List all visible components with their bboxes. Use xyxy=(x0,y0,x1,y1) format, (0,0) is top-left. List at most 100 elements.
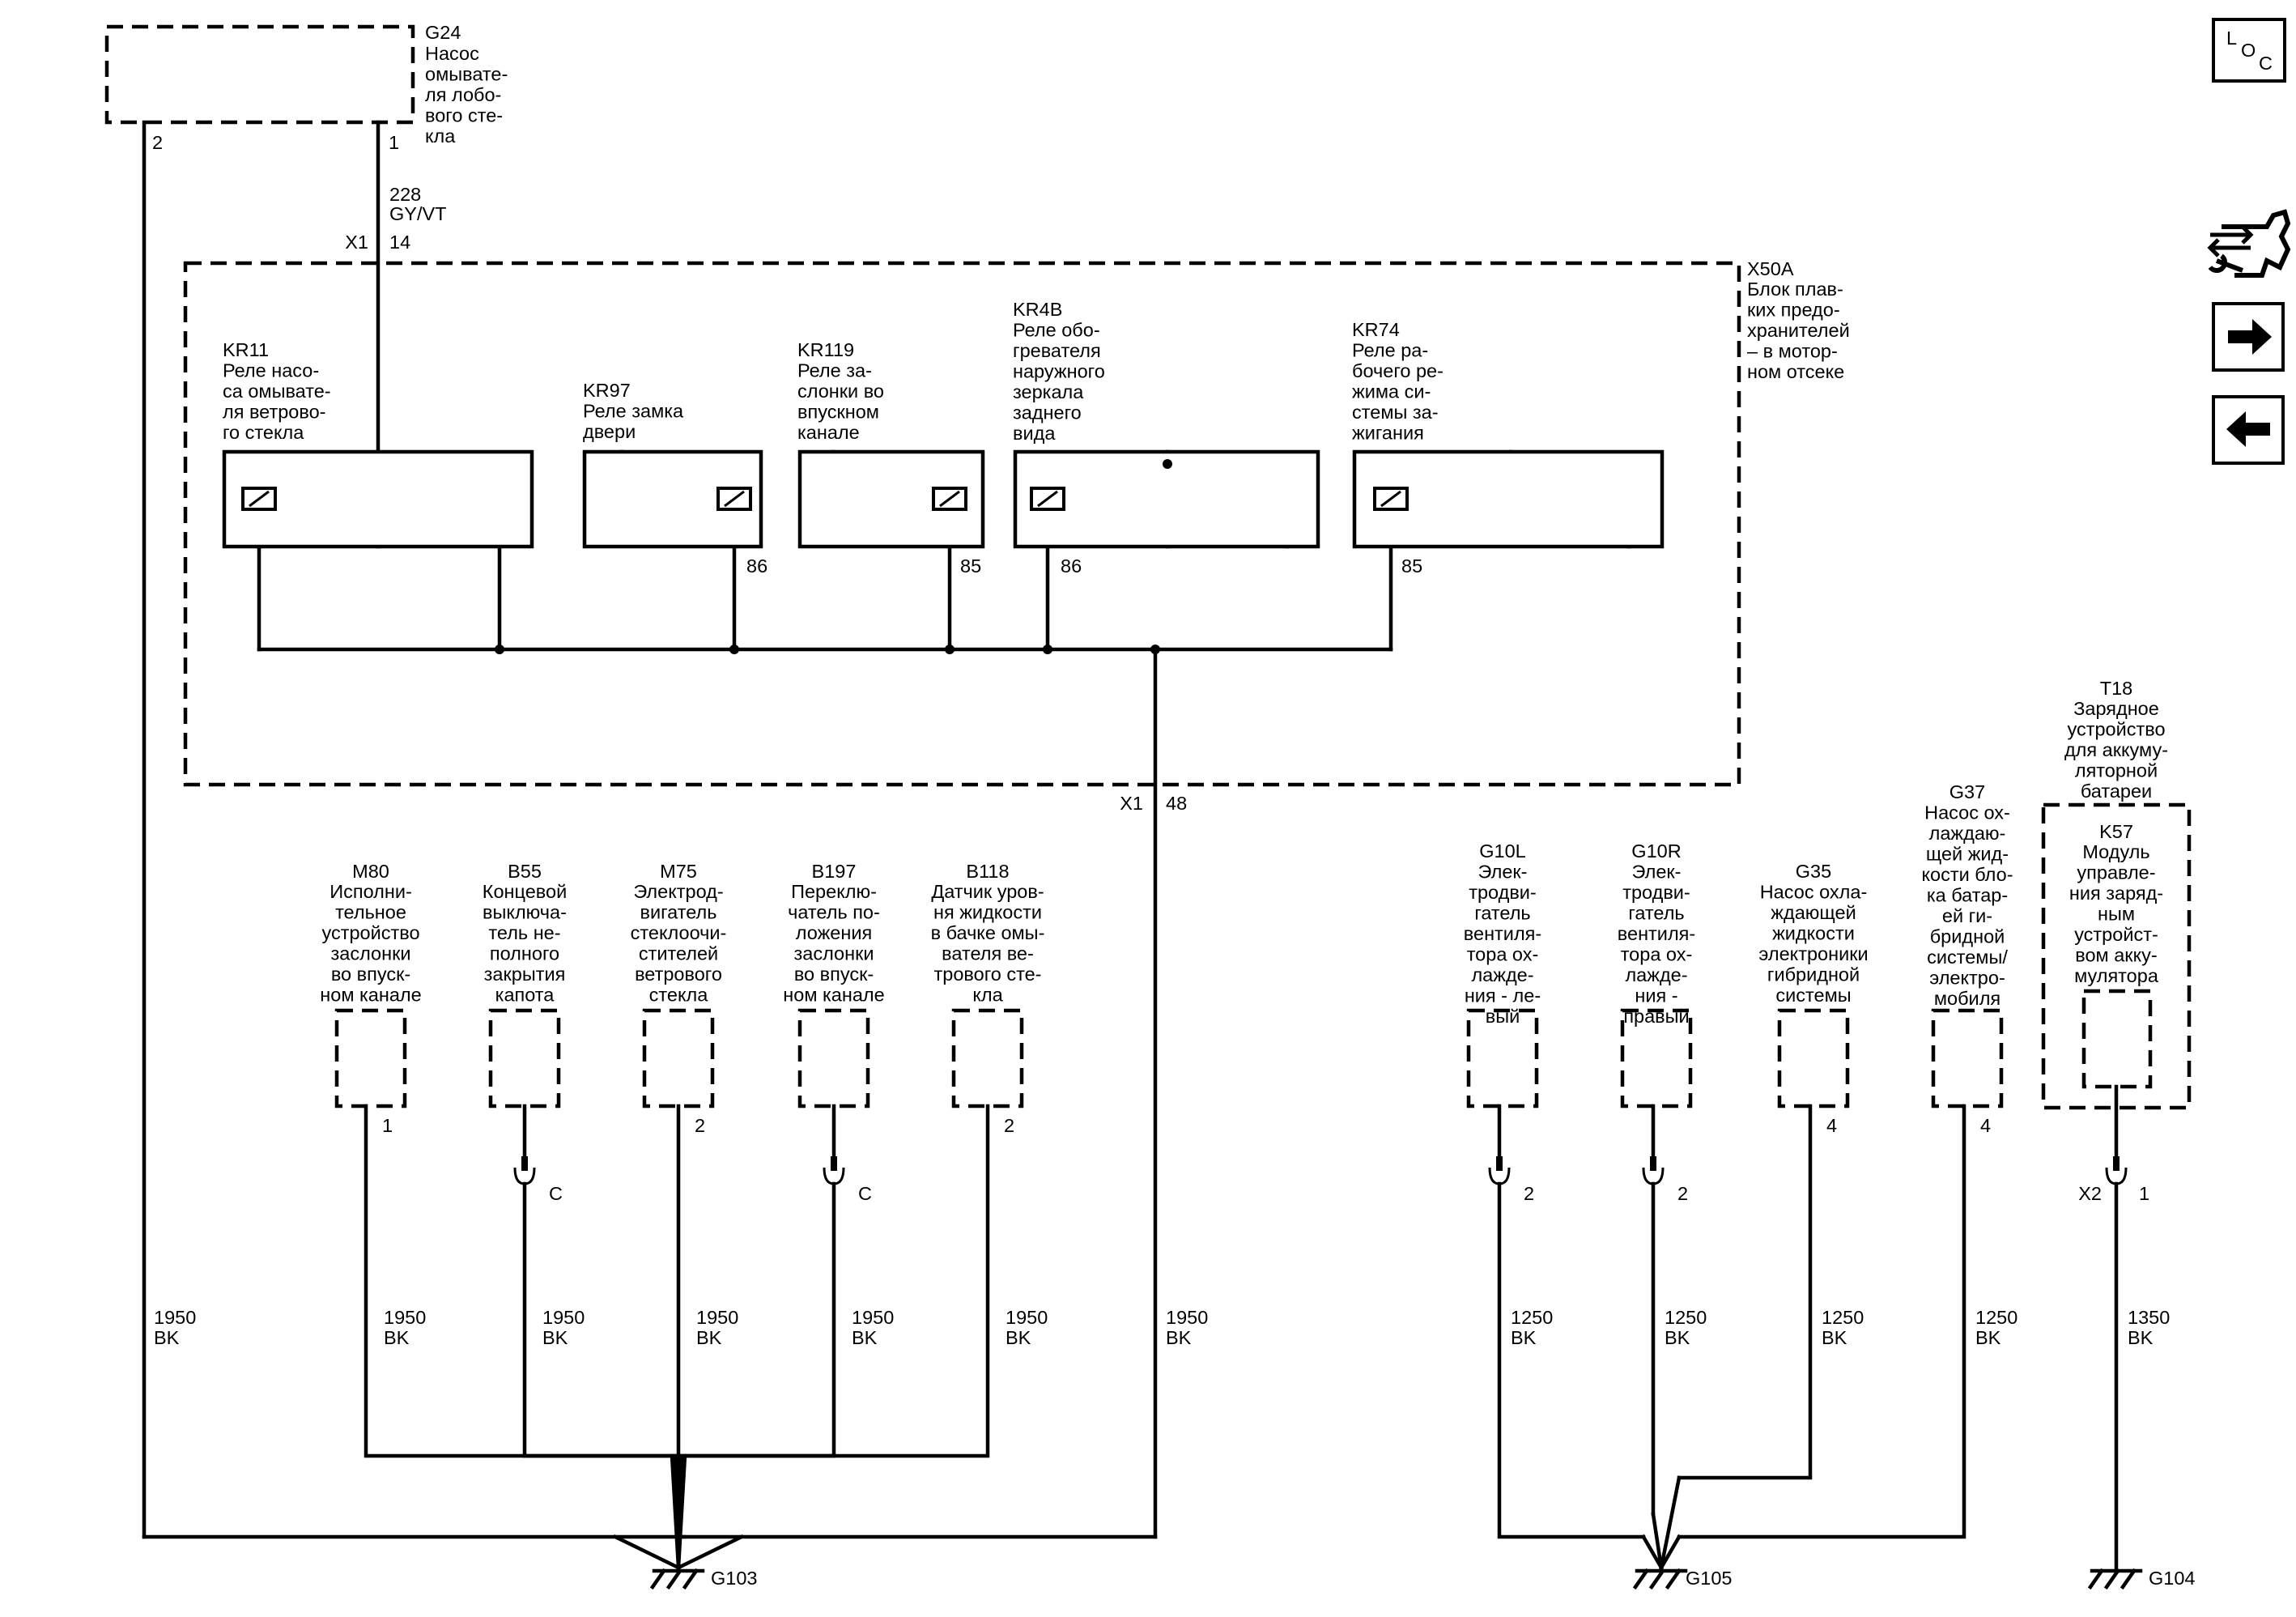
ground-converge-b118 xyxy=(676,1453,687,1570)
component-desc-g35: Насос охла- xyxy=(1760,882,1868,903)
k57-description: ния заряд- xyxy=(2069,883,2163,904)
component-desc-g37: ка батар- xyxy=(1927,885,2008,906)
component-box-g37 xyxy=(1931,1008,2004,1108)
component-desc-b55: капота xyxy=(495,985,555,1006)
relay-coil-slash xyxy=(724,490,745,508)
next-arrow-icon-shape xyxy=(2228,319,2272,355)
connector-g10l xyxy=(1488,1167,1511,1185)
component-desc-g10r: тродви- xyxy=(1622,882,1690,903)
relay-desc-kr97: Реле замка xyxy=(583,401,684,422)
component-desc-g10l: ния - ле- xyxy=(1465,985,1541,1006)
x2-connector-label: X2 xyxy=(2078,1183,2102,1204)
g24-description: ля лобо- xyxy=(425,84,501,105)
k57-description: Модуль xyxy=(2082,841,2149,862)
ground-wire-b118 xyxy=(682,1104,990,1458)
x1-connector-label: X1 xyxy=(345,232,368,253)
component-id-g37: G37 xyxy=(1949,781,1985,802)
component-desc-g10r: вентиля- xyxy=(1618,923,1695,944)
component-id-g10r: G10R xyxy=(1631,840,1681,862)
relay-id-kr4b: KR4B xyxy=(1013,299,1062,320)
relay-desc-kr74: бочего ре- xyxy=(1352,360,1444,381)
x1-pin-14: 14 xyxy=(389,232,410,253)
charger-description: батареи xyxy=(2081,781,2152,802)
component-desc-g37: кости бло- xyxy=(1921,864,2013,885)
connector-view-icon-shape xyxy=(2222,209,2291,278)
relay-desc-kr11: Реле насо- xyxy=(223,360,319,381)
ground-wire-g35 xyxy=(1677,1104,1813,1480)
component-desc-b197: во впуск- xyxy=(794,964,874,985)
kr11-junction xyxy=(495,645,504,654)
g103-right-converge xyxy=(675,1534,745,1571)
ground-converge-g10l xyxy=(1640,1534,1665,1571)
component-desc-b55: закрытия xyxy=(484,964,566,985)
circuit-g10r: 1250 xyxy=(1665,1307,1707,1328)
pin-g10l: 2 xyxy=(1524,1183,1534,1204)
component-id-m75: M75 xyxy=(660,861,697,882)
ground-hatch xyxy=(665,1568,683,1590)
component-desc-g37: Насос ох- xyxy=(1924,802,2010,823)
ground-label-g105: G105 xyxy=(1686,1568,1733,1589)
pin-m75: 2 xyxy=(695,1115,705,1136)
kr74-pin-85: 85 xyxy=(1401,555,1422,577)
component-desc-m75: вигатель xyxy=(640,902,717,923)
prev-arrow-icon-shape xyxy=(2226,411,2270,447)
connector-b55 xyxy=(513,1167,536,1185)
component-desc-m80: заслонки xyxy=(330,943,410,964)
g24-description: кла xyxy=(425,126,456,147)
component-desc-b55: выключа- xyxy=(483,902,567,923)
charger-description: Зарядное xyxy=(2073,698,2159,719)
color-m80: BK xyxy=(384,1327,410,1348)
color-b197: BK xyxy=(852,1327,878,1348)
loc-icon-letter-o: O xyxy=(2241,40,2256,61)
k57-id: K57 xyxy=(2099,821,2133,842)
connector-b197 xyxy=(823,1167,845,1185)
center-wire-circuit: 1950 xyxy=(1166,1307,1208,1328)
color-m75: BK xyxy=(696,1327,722,1348)
relay-desc-kr4b: наружного xyxy=(1013,361,1105,382)
relay-desc-kr4b: заднего xyxy=(1013,402,1082,423)
color-b118: BK xyxy=(1006,1327,1031,1348)
component-desc-g10l: тродви- xyxy=(1469,882,1537,903)
component-desc-b197: Переклю- xyxy=(791,881,877,902)
loc-icon xyxy=(2212,18,2286,83)
component-desc-m80: тельное xyxy=(335,902,406,923)
component-box-b197 xyxy=(797,1008,870,1108)
g24-description: Насос xyxy=(425,43,479,64)
relay-desc-kr11: ля ветрово- xyxy=(223,402,326,423)
k57-description: управле- xyxy=(2077,862,2155,883)
component-desc-g10l: тора ох- xyxy=(1467,944,1539,965)
charger-description: для аккуму- xyxy=(2064,739,2168,760)
ground-hatch xyxy=(2087,1568,2105,1590)
g24-description: вого сте- xyxy=(425,105,503,126)
component-desc-b118: ня жидкости xyxy=(933,902,1042,923)
component-desc-b197: чатель по- xyxy=(788,902,880,923)
relay-desc-kr119: Реле за- xyxy=(797,360,872,381)
pin-b118: 2 xyxy=(1004,1115,1014,1136)
component-desc-g10r: ния - xyxy=(1635,985,1677,1006)
charger-description: устройство xyxy=(2067,719,2165,740)
component-desc-m75: Электрод- xyxy=(633,881,723,902)
component-desc-b118: Датчик уров- xyxy=(931,881,1044,902)
component-desc-b118: кла xyxy=(972,985,1003,1006)
ground-hatch xyxy=(1665,1568,1682,1590)
component-desc-g10l: Элек- xyxy=(1478,862,1528,883)
x2-pin-1: 1 xyxy=(2139,1183,2149,1204)
x1-pin-48: 48 xyxy=(1166,793,1187,814)
relay-coil-slash xyxy=(1380,490,1401,508)
pin-g35: 4 xyxy=(1826,1115,1837,1136)
x50a-description: – в мотор- xyxy=(1747,341,1838,362)
relay-desc-kr119: канале xyxy=(797,422,860,443)
ground-hatch xyxy=(1648,1568,1666,1590)
wire-228-color: GY/VT xyxy=(389,203,447,224)
component-desc-m80: во впуск- xyxy=(331,964,410,985)
component-box-g10r xyxy=(1620,1008,1693,1108)
component-desc-m80: устройство xyxy=(321,922,419,943)
component-desc-g10r: тора ох- xyxy=(1621,944,1693,965)
component-box-m75 xyxy=(642,1008,715,1108)
component-desc-m75: стекла xyxy=(649,985,709,1006)
ground-label-g103: G103 xyxy=(711,1568,758,1589)
component-desc-m75: ветрового xyxy=(635,964,722,985)
g24-pin-1: 1 xyxy=(389,132,399,153)
circuit-m75: 1950 xyxy=(696,1307,738,1328)
